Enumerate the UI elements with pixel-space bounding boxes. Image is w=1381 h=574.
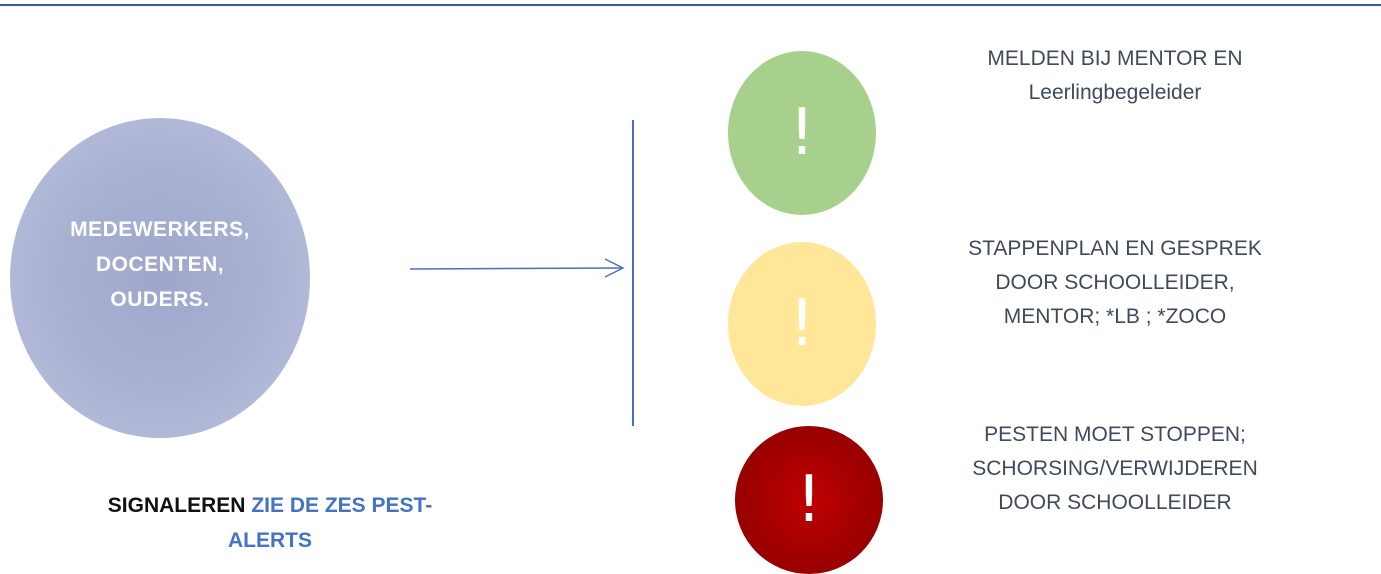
exclamation-icon: ! [796, 463, 822, 537]
step-1-text: MELDEN BIJ MENTOR EN Leerlingbegeleider [935, 42, 1295, 110]
alert-circle-green: ! [728, 51, 876, 215]
source-line-3: OUDERS. [110, 288, 210, 311]
alert-circle-red: ! [735, 426, 883, 574]
source-circle [10, 118, 310, 438]
caption-link-line-2[interactable]: ALERTS [228, 529, 312, 552]
step-2-line-1: STAPPENPLAN EN GESPREK [968, 237, 1262, 260]
step-1-line-1: MELDEN BIJ MENTOR EN [987, 47, 1243, 70]
caption-link-line-1[interactable]: ZIE DE ZES PEST- [251, 494, 433, 517]
exclamation-icon: ! [789, 287, 815, 361]
step-3-text: PESTEN MOET STOPPEN; SCHORSING/VERWIJDER… [935, 418, 1295, 520]
top-divider [0, 4, 1381, 6]
caption-prefix: SIGNALEREN [107, 494, 246, 517]
bracket-line [632, 120, 634, 426]
source-circle-label: MEDEWERKERS, DOCENTEN, OUDERS. [10, 212, 310, 317]
signal-caption: SIGNALEREN ZIE DE ZES PEST- ALERTS [60, 488, 480, 558]
step-3-line-3: DOOR SCHOOLLEIDER [998, 491, 1232, 514]
step-3-line-1: PESTEN MOET STOPPEN; [984, 423, 1246, 446]
step-1-line-2: Leerlingbegeleider [1028, 81, 1202, 104]
source-line-2: DOCENTEN, [95, 253, 225, 276]
step-2-line-3: MENTOR; *LB ; *ZOCO [1003, 305, 1227, 328]
flow-arrow [409, 258, 625, 278]
alert-circle-yellow: ! [728, 242, 876, 406]
step-2-text: STAPPENPLAN EN GESPREK DOOR SCHOOLLEIDER… [925, 232, 1305, 334]
step-2-line-2: DOOR SCHOOLLEIDER, [995, 271, 1235, 294]
source-line-1: MEDEWERKERS, [70, 218, 250, 241]
exclamation-icon: ! [789, 96, 815, 170]
step-3-line-2: SCHORSING/VERWIJDEREN [972, 457, 1258, 480]
